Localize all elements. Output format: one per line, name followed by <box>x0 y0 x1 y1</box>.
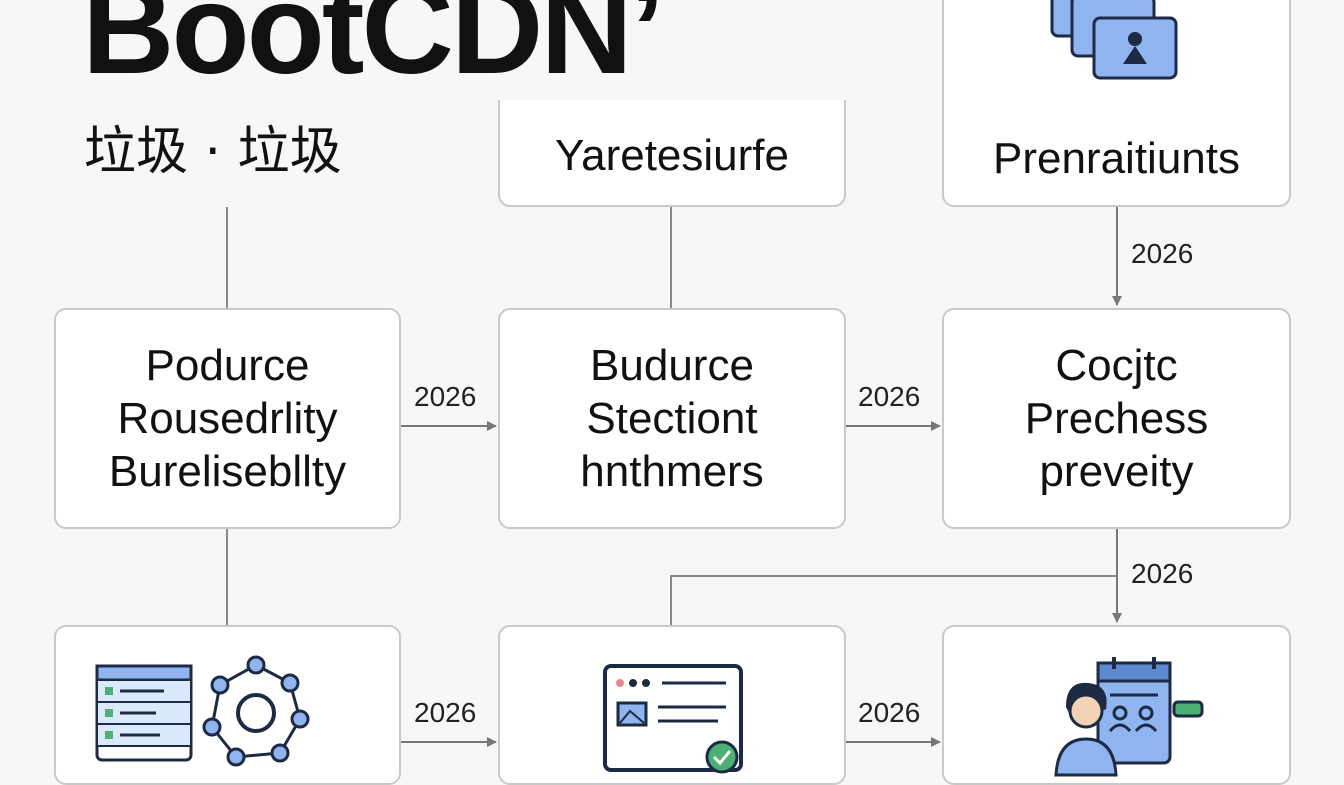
box-mid-center-line-2: Stectiont <box>586 394 758 443</box>
box-mid-left-text: Podurce Rousedrlity Burelisebllty <box>109 339 346 498</box>
box-mid-center-line-1: Budurce <box>590 341 754 390</box>
box-top-right: Prenraitiunts <box>942 0 1291 207</box>
edge-label-mid-center-to-mid-right: 2026 <box>858 381 921 412</box>
box-mid-right-line-1: Cocjtc <box>1055 341 1178 390</box>
box-bottom-center <box>498 625 846 785</box>
connector-bottom-center-to-route <box>670 575 1117 625</box>
box-mid-center: Budurce Stectiont hnthmers <box>498 308 846 529</box>
edge-label-mid-left-to-mid-center: 2026 <box>414 381 477 412</box>
stacked-image-cards-icon <box>1050 0 1178 80</box>
subtitle: 垃圾 · 垃圾 <box>84 122 342 182</box>
status-pill-icon <box>1172 700 1204 718</box>
calendar-icon <box>1096 657 1172 765</box>
box-mid-left-line-2: Rousedrlity <box>117 394 338 443</box>
box-mid-center-line-3: hnthmers <box>580 447 764 496</box>
edge-label-bottom-center-to-bottom-right: 2026 <box>858 697 921 728</box>
box-top-middle: Yaretesiurfe <box>498 100 846 207</box>
box-top-right-label: Prenraitiunts <box>992 134 1240 183</box>
box-mid-left: Podurce Rousedrlity Burelisebllty <box>54 308 401 529</box>
box-mid-right-text: Cocjtc Prechess preveity <box>1025 339 1208 498</box>
check-badge-icon <box>705 740 739 774</box>
box-bottom-left <box>54 625 401 785</box>
gear-network-icon <box>202 655 310 767</box>
box-mid-right-line-2: Prechess <box>1024 394 1209 443</box>
edge-label-bottom-left-to-bottom-center: 2026 <box>414 697 477 728</box>
box-mid-center-text: Budurce Stectiont hnthmers <box>580 339 763 498</box>
list-panel-icon <box>95 664 193 762</box>
box-top-middle-label: Yaretesiurfe <box>555 131 789 180</box>
box-mid-right-line-3: preveity <box>1039 447 1194 496</box>
edge-label-mid-right-to-bottom-right: 2026 <box>1131 558 1194 589</box>
logo-title: BootCDN’ <box>82 0 665 101</box>
edge-label-top-right-to-mid-right: 2026 <box>1131 238 1194 269</box>
box-bottom-right <box>942 625 1291 785</box>
box-mid-right: Cocjtc Prechess preveity <box>942 308 1291 529</box>
box-mid-left-line-1: Podurce <box>145 341 310 390</box>
connectors <box>226 207 1122 747</box>
box-mid-left-line-3: Burelisebllty <box>108 447 347 496</box>
person-icon <box>1054 682 1118 777</box>
browser-window-icon <box>603 664 743 772</box>
